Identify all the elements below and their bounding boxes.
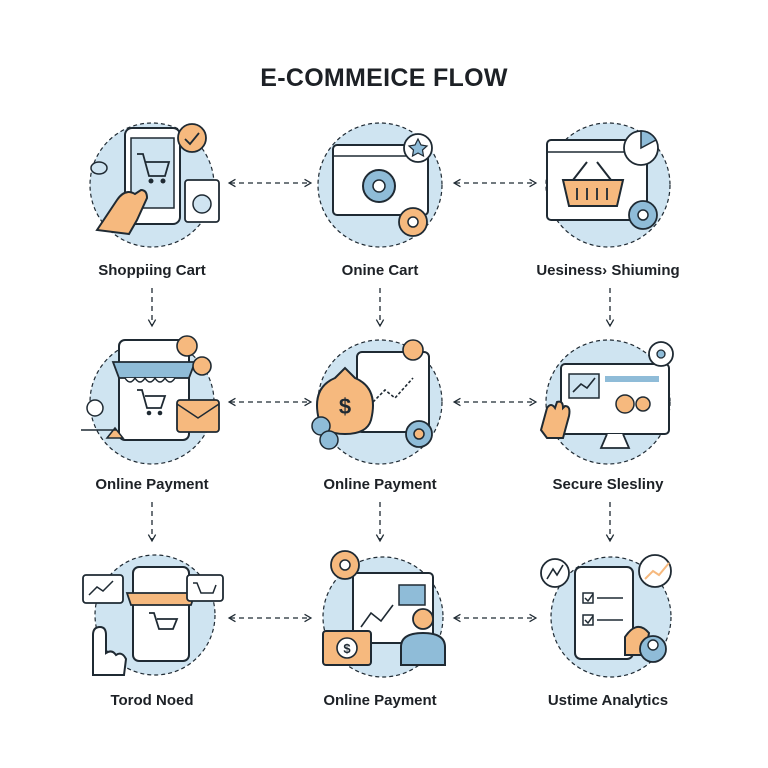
node-shopping-cart: Shoppiing Cart [52, 110, 252, 310]
node-online-payment-1: Online Payment [52, 330, 252, 530]
analytics-checklist-icon [540, 554, 672, 678]
monitor-chart-icon [539, 339, 674, 465]
money-bag-icon: $ [311, 339, 443, 465]
node-business-shipping: Uesiness› Shiuming [508, 110, 708, 310]
basket-browser-icon [545, 122, 671, 248]
phone-store-hand-icon [82, 554, 224, 676]
node-online-payment-2: $ Online Payment [280, 330, 480, 530]
phone-cart-hand-icon [89, 122, 220, 248]
node-label: Online Payment [95, 476, 209, 493]
browser-gear-star-icon [317, 122, 443, 248]
svg-text:$: $ [343, 641, 351, 656]
node-online-cart: Onine Cart [280, 110, 480, 310]
storefront-cart-icon [81, 335, 220, 465]
node-label: Ustime Analytics [547, 692, 669, 709]
node-torod-noed: Torod Noed [52, 545, 252, 745]
node-secure-selling: Secure Sleslinу [508, 330, 708, 530]
node-ustime-analytics: Ustime Analytics [508, 545, 708, 745]
svg-text:$: $ [339, 394, 351, 419]
diagram-title: E-COMMEICE FLOW [260, 64, 508, 92]
node-label: Online Payment [323, 476, 437, 493]
node-label: Onine Cart [341, 262, 419, 279]
node-online-payment-3: $ Online Payment [280, 545, 480, 745]
node-label: Secure Sleslinу [552, 476, 664, 493]
node-label: Online Payment [323, 692, 437, 709]
dollar-card-person-icon: $ [322, 550, 446, 678]
node-label: Torod Noed [110, 692, 194, 709]
node-label: Uesiness› Shiuming [536, 262, 680, 279]
node-label: Shoppiing Cart [98, 262, 206, 279]
